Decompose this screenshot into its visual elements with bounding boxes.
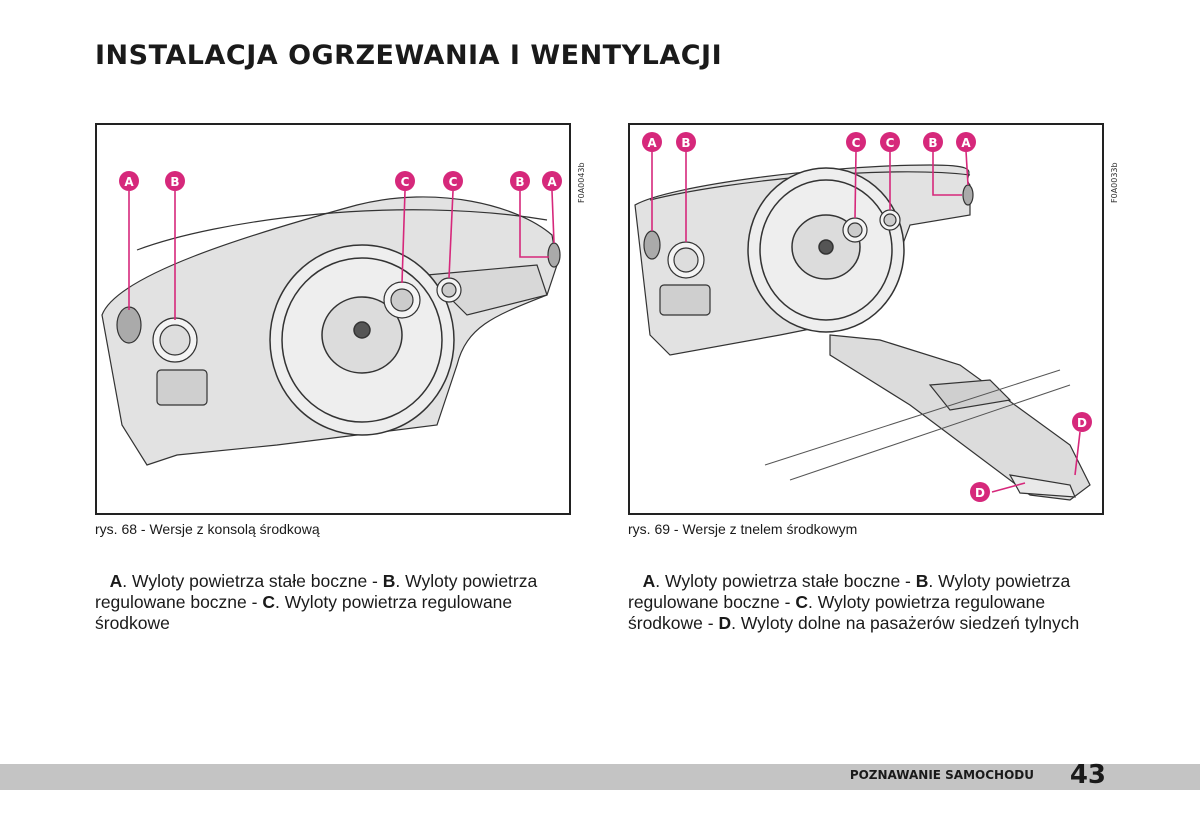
svg-text:A: A [961,136,971,150]
svg-text:B: B [170,175,179,189]
desc-text-c: . Wyloty powietrza regulowane środkowe [95,592,513,633]
desc-letter-c: C [262,592,275,612]
marker-b-right: B [923,132,943,152]
marker-a-left: A [119,171,139,191]
footer-bar [0,764,1200,790]
figure-68-code: F0A0043b [577,162,586,203]
marker-b-right: B [510,171,530,191]
desc-letter-d: D [718,613,732,633]
marker-b-left: B [165,171,185,191]
desc-letter-a: A [109,571,123,591]
desc-text-c: . Wyloty powietrza regulowane środkowe - [628,592,1046,633]
desc-text-a: . Wyloty powietrza stałe boczne - [655,571,916,591]
marker-d-lower: D [970,482,990,502]
svg-text:D: D [975,486,985,500]
desc-text-a: . Wyloty powietrza stałe boczne - [122,571,383,591]
svg-text:A: A [647,136,657,150]
svg-text:B: B [928,136,937,150]
desc-letter-b: B [382,571,396,591]
figure-69-caption: rys. 69 - Wersje z tnelem środkowym [628,521,858,537]
marker-a-left: A [642,132,662,152]
page-title: INSTALACJA OGRZEWANIA I WENTYLACJI [95,40,723,71]
svg-text:C: C [886,136,895,150]
svg-text:D: D [1077,416,1087,430]
svg-text:C: C [401,175,410,189]
figure-68-caption: rys. 68 - Wersje z konsolą środkową [95,521,320,537]
desc-letter-c: C [795,592,808,612]
figure-68-description: A. Wyloty powietrza stałe boczne - B. Wy… [95,571,573,634]
svg-text:C: C [449,175,458,189]
marker-b-left: B [676,132,696,152]
svg-text:A: A [124,175,134,189]
marker-c-left: C [395,171,415,191]
svg-text:B: B [515,175,524,189]
figure-69-description: A. Wyloty powietrza stałe boczne - B. Wy… [628,571,1106,634]
svg-text:C: C [852,136,861,150]
marker-a-right: A [542,171,562,191]
svg-text:B: B [681,136,690,150]
marker-c-right: C [880,132,900,152]
desc-text-d: . Wyloty dolne na pasażerów siedzeń tyln… [731,613,1080,633]
desc-letter-a: A [642,571,656,591]
marker-c-left: C [846,132,866,152]
desc-letter-b: B [915,571,929,591]
page-number: 43 [1069,760,1106,790]
figure-69-dashboard-illustration: A B C C B A D D [628,123,1104,515]
desc-text-b: . Wyloty powietrza regulowane boczne - [95,571,538,612]
figure-68-dashboard-illustration: A B C C B A [95,123,571,515]
svg-text:A: A [547,175,557,189]
marker-c-right: C [443,171,463,191]
desc-text-b: . Wyloty powietrza regulowane boczne - [628,571,1071,612]
marker-a-right: A [956,132,976,152]
marker-d-rear: D [1072,412,1092,432]
figure-69-code: F0A0033b [1110,162,1119,203]
footer-section-title: POZNAWANIE SAMOCHODU [849,768,1034,782]
